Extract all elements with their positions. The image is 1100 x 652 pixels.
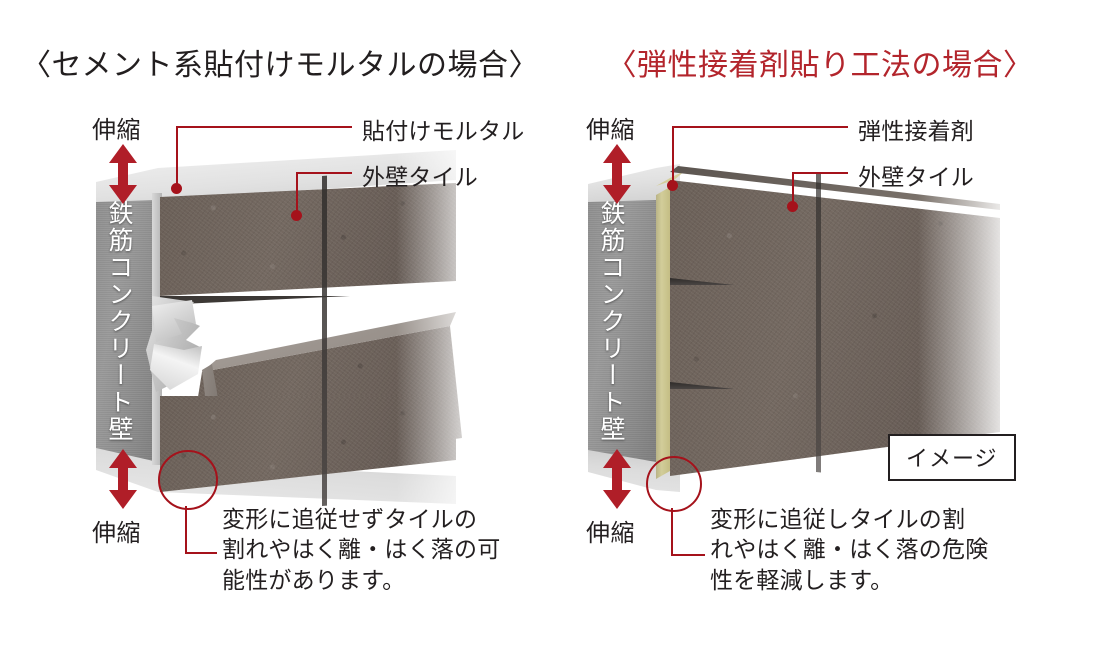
left-problem-leader-horizontal [185, 552, 217, 554]
right-stretch-bottom-arrow [603, 449, 631, 509]
right-benefit-leader-vertical [671, 508, 673, 556]
left-caption: 変形に追従せずタイルの 割れやはく離・はく落の可 能性があります。 [222, 506, 501, 593]
right-stretch-top-label: 伸縮 [586, 117, 635, 144]
left-callout-leader-tile [296, 172, 352, 174]
right-benefit-leader-horizontal [671, 554, 705, 556]
left-stretch-top-label: 伸縮 [92, 117, 141, 144]
left-callout-leader-mortar-vertical [176, 126, 178, 188]
right-stretch-top-arrow [603, 144, 631, 204]
left-concrete-wall-face [96, 182, 158, 472]
right-elastic-adhesive-layer [656, 187, 670, 479]
panel-elastic-adhesive-method: 〈弾性接着剤貼り工法の場合〉 鉄筋コンクリート壁 伸縮 [540, 0, 1100, 652]
left-callout-dot-tile [291, 210, 302, 221]
left-callout-label-mortar: 貼付けモルタル [362, 118, 525, 144]
right-concrete-wall-face [588, 182, 656, 474]
right-callout-leader-adhesive [672, 126, 848, 128]
right-callout-dot-adhesive [667, 180, 678, 191]
left-stretch-top-arrow [109, 144, 137, 204]
right-caption: 変形に追従しタイルの割 れやはく離・はく落の危険 性を軽減します。 [710, 506, 989, 593]
left-tile-top [160, 183, 456, 296]
left-wall-label: 鉄筋コンクリート壁 [105, 200, 133, 443]
left-tile-top-edge [160, 296, 456, 304]
left-callout-dot-mortar [171, 183, 182, 194]
right-callout-dot-tile [787, 201, 798, 212]
left-grout-vertical [322, 175, 327, 506]
left-title: 〈セメント系貼付けモルタルの場合〉 [21, 49, 539, 82]
image-badge: イメージ [888, 434, 1016, 481]
left-callout-label-tile: 外壁タイル [362, 164, 478, 190]
left-callout-leader-tile-vertical [296, 172, 298, 215]
right-grout-vertical [816, 172, 821, 473]
left-problem-leader-vertical [185, 506, 187, 554]
right-benefit-circle [646, 456, 702, 512]
right-title: 〈弾性接着剤貼り工法の場合〉 [606, 49, 1034, 82]
left-stretch-bottom-label: 伸縮 [92, 520, 141, 547]
right-callout-label-adhesive: 弾性接着剤 [858, 118, 974, 144]
right-callout-label-tile: 外壁タイル [858, 164, 974, 190]
right-callout-leader-tile [792, 172, 848, 174]
right-stretch-bottom-label: 伸縮 [586, 520, 635, 547]
left-callout-leader-mortar [176, 126, 352, 128]
left-problem-circle [158, 450, 218, 510]
panel-cement-mortar-method: 〈セメント系貼付けモルタルの場合〉 [21, 49, 539, 593]
right-callout-leader-tile-vertical [792, 172, 794, 206]
left-stretch-bottom-arrow [109, 449, 137, 509]
right-tile-wall [670, 180, 1000, 476]
right-callout-leader-adhesive-vertical [672, 126, 674, 184]
right-wall-label: 鉄筋コンクリート壁 [597, 200, 625, 443]
